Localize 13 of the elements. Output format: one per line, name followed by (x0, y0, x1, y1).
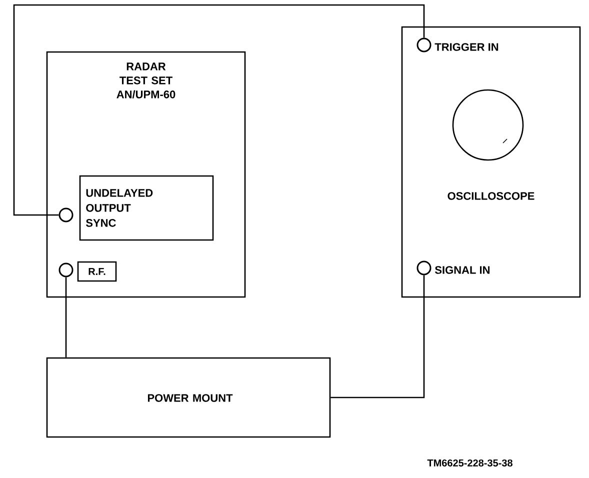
cable-line (13, 4, 425, 216)
jack-circle (416, 38, 432, 52)
jack-label: SIGNAL IN (434, 266, 490, 274)
jack-circle (58, 262, 74, 278)
cable-line (330, 275, 425, 398)
figure-number: TM6625-228-35-38 (427, 459, 512, 467)
connector-label-box: UNDELAYED OUTPUT SYNC (79, 175, 214, 241)
connector-label-box: R.F. (77, 261, 117, 282)
cable-line (65, 277, 67, 358)
jack-circle (58, 208, 74, 222)
jack-label: TRIGGER IN (434, 43, 498, 51)
jack-circle (416, 260, 432, 276)
power-mount-box: POWER MOUNT (46, 357, 331, 438)
